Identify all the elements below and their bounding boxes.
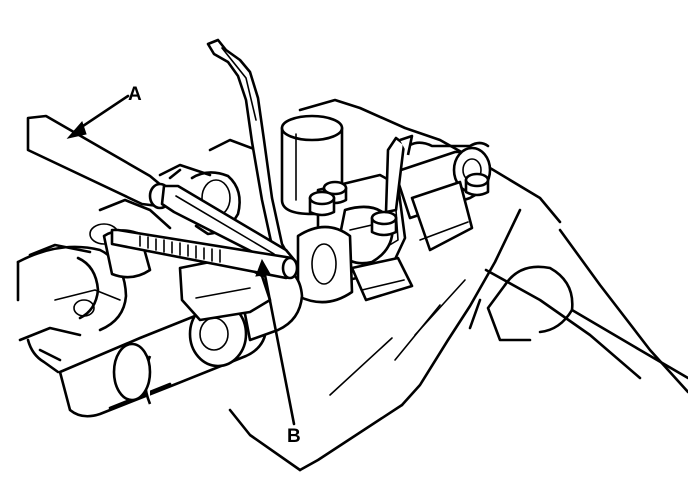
callout-label-b: B xyxy=(287,426,301,447)
camshaft-right xyxy=(393,141,492,252)
right-journal xyxy=(468,265,688,380)
plug-tube xyxy=(280,114,344,216)
valve-spring-tool xyxy=(384,134,414,247)
leader-b xyxy=(255,258,296,426)
bolt-top-right xyxy=(464,172,490,197)
threaded-rod xyxy=(110,228,299,280)
leader-a xyxy=(66,94,130,139)
bolt-front xyxy=(308,190,336,217)
screwdriver-a xyxy=(26,114,298,270)
bolt-middle xyxy=(370,210,398,237)
callout-label-a: A xyxy=(128,84,142,105)
cylinder-head xyxy=(18,98,688,472)
